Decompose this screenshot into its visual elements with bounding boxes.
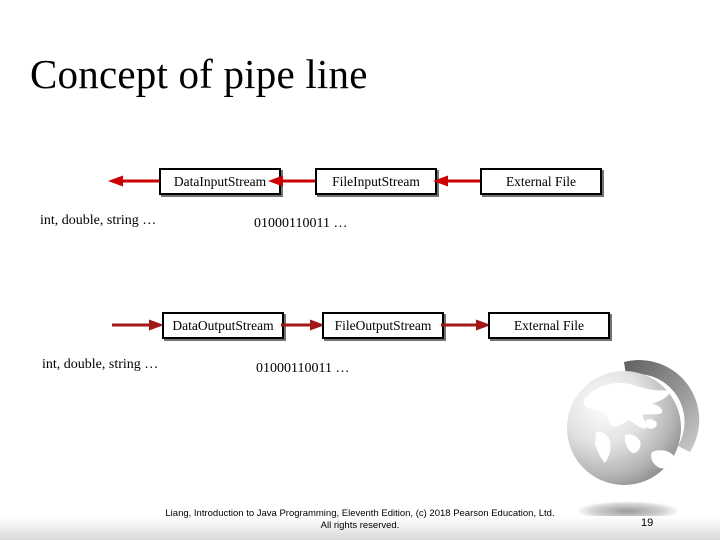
footer-band: [0, 516, 720, 540]
arrow-to-program-icon: [108, 175, 160, 187]
box-label: FileOutputStream: [334, 317, 432, 333]
caption-output-bits: 01000110011 …: [256, 361, 350, 376]
box-external-file-output: External File: [488, 312, 610, 339]
footer-credit-line2: All rights reserved.: [320, 520, 400, 531]
box-fileinputstream: FileInputStream: [315, 168, 437, 195]
box-label: External File: [505, 173, 577, 189]
caption-input-types: int, double, string …: [40, 213, 157, 228]
caption-input-bits: 01000110011 …: [254, 216, 348, 231]
box-datainputstream: DataInputStream: [159, 168, 281, 195]
box-label: External File: [513, 317, 585, 333]
box-label: DataOutputStream: [172, 317, 274, 333]
page-number: 19: [641, 517, 654, 529]
footer-credit: Liang, Introduction to Java Programming,…: [0, 508, 720, 532]
arrow-dataoutput-to-fileoutput-icon: [281, 319, 325, 331]
arrow-fileoutput-to-externalfile-icon: [441, 319, 491, 331]
box-label: DataInputStream: [173, 173, 267, 189]
arrow-fileinput-to-datainput-icon: [268, 175, 318, 187]
box-label: FileInputStream: [332, 173, 420, 189]
page-title: Concept of pipe line: [30, 51, 368, 97]
box-fileoutputstream: FileOutputStream: [322, 312, 444, 339]
box-dataoutputstream: DataOutputStream: [162, 312, 284, 339]
arrow-from-program-icon: [112, 319, 164, 331]
arrow-externalfile-to-fileinput-icon: [433, 175, 483, 187]
caption-output-types: int, double, string …: [42, 357, 159, 372]
box-external-file-input: External File: [480, 168, 602, 195]
footer-credit-line1: Liang, Introduction to Java Programming,…: [165, 508, 555, 519]
